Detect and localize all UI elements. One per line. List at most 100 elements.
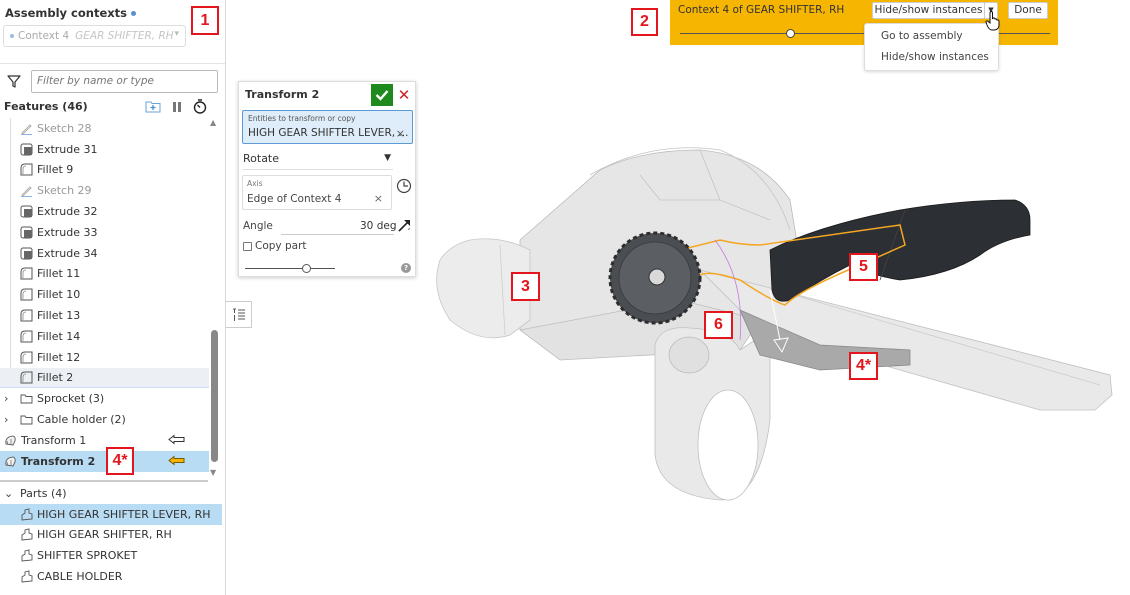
status-dot-icon (131, 11, 137, 16)
callout-6: 6 (704, 311, 733, 339)
extrude-icon (20, 226, 33, 239)
add-folder-icon[interactable] (145, 100, 161, 113)
part-item[interactable]: HIGH GEAR SHIFTER LEVER, RH (0, 503, 222, 525)
feature-list: Sketch 28 Extrude 31 Fillet 9 Sketch 29 … (0, 118, 209, 472)
context-dot-icon (10, 34, 14, 38)
rollback-arrow-icon[interactable] (168, 434, 186, 445)
entities-value: HIGH GEAR SHIFTER LEVER, ... (248, 127, 409, 139)
feature-item[interactable]: Extrude 33 (0, 222, 209, 243)
chevron-down-icon: ▾ (174, 29, 179, 39)
feature-label: Fillet 10 (37, 288, 81, 302)
part-icon (21, 549, 33, 562)
feature-label: Sketch 29 (37, 184, 92, 198)
feature-item[interactable]: Fillet 12 (0, 347, 209, 368)
checkmark-icon (375, 90, 389, 101)
parts-header[interactable]: ⌄ Parts (4) (0, 483, 222, 504)
folder-icon (20, 415, 33, 425)
chevron-down-icon[interactable]: ⌄ (4, 486, 14, 500)
assembly-model-render (436, 147, 1113, 501)
accept-button[interactable] (371, 84, 393, 106)
list-icon (232, 308, 245, 321)
feature-item[interactable]: Fillet 10 (0, 284, 209, 305)
folder-label: Sprocket (3) (37, 392, 105, 406)
callout-1: 1 (191, 6, 219, 35)
chevron-down-icon: ▼ (384, 153, 391, 163)
pause-icon[interactable] (171, 101, 183, 113)
feature-list-toggle-button[interactable] (226, 301, 252, 328)
axis-value: Edge of Context 4 (247, 193, 342, 205)
assembly-contexts-heading: Assembly contexts (5, 6, 137, 20)
sketch-icon (21, 186, 32, 198)
cancel-button[interactable]: ✕ (397, 86, 411, 104)
divider (0, 63, 225, 64)
angle-input[interactable]: 30 deg (360, 220, 397, 232)
preview-slider-track[interactable] (245, 268, 335, 269)
tree-guide-line (10, 118, 11, 386)
filter-input[interactable]: Filter by name or type (31, 70, 218, 93)
part-item[interactable]: HIGH GEAR SHIFTER, RH (0, 525, 222, 546)
context-dropdown-menu: Go to assembly Hide/show instances (864, 23, 999, 71)
angle-label: Angle (243, 220, 273, 232)
parts-list: ⌄ Parts (4) HIGH GEAR SHIFTER LEVER, RH … (0, 483, 222, 587)
feature-item[interactable]: Fillet 2 (0, 367, 209, 389)
feature-list-scrollbar[interactable] (211, 330, 218, 462)
feature-item-transform-1[interactable]: Transform 1 (0, 430, 209, 451)
checkbox[interactable] (243, 241, 252, 251)
feature-item[interactable]: Fillet 11 (0, 264, 209, 285)
feature-label: Fillet 14 (37, 329, 81, 343)
fillet-icon (20, 288, 33, 301)
3d-viewport[interactable] (253, 0, 1130, 595)
transform-icon (5, 435, 16, 446)
hide-show-instances-button[interactable]: Hide/show instances (872, 2, 985, 19)
part-label: HIGH GEAR SHIFTER LEVER, RH (37, 507, 211, 521)
feature-item[interactable]: Fillet 13 (0, 305, 209, 326)
context-slider-handle[interactable] (786, 29, 795, 38)
axis-label: Axis (247, 179, 263, 188)
chevron-right-icon[interactable]: › (4, 413, 9, 427)
dialog-title: Transform 2 (245, 88, 320, 101)
scroll-down-icon[interactable]: ▼ (210, 468, 217, 477)
feature-item-transform-2[interactable]: Transform 2 (0, 450, 209, 472)
extrude-icon (20, 247, 33, 260)
menu-item-go-to-assembly[interactable]: Go to assembly (881, 30, 963, 42)
done-button[interactable]: Done (1008, 2, 1048, 19)
stopwatch-icon[interactable] (193, 99, 207, 114)
fillet-icon (20, 267, 33, 280)
feature-item[interactable]: Fillet 14 (0, 326, 209, 347)
clear-axis-icon[interactable]: × (373, 192, 383, 205)
feature-item[interactable]: Extrude 34 (0, 243, 209, 264)
help-icon[interactable]: ? (401, 263, 411, 273)
callout-5: 5 (849, 253, 878, 281)
clear-entities-icon[interactable]: × (395, 127, 405, 140)
filter-icon[interactable] (7, 74, 21, 88)
feature-item[interactable]: Extrude 32 (0, 201, 209, 222)
folder-icon (20, 394, 33, 404)
part-icon (21, 508, 33, 521)
feature-item[interactable]: Extrude 31 (0, 139, 209, 160)
extrude-icon (20, 143, 33, 156)
copy-part-checkbox[interactable]: Copy part (243, 240, 307, 252)
feature-item[interactable]: Fillet 9 (0, 160, 209, 181)
axis-field[interactable]: Axis Edge of Context 4 × (242, 175, 392, 210)
feature-label: Extrude 32 (37, 205, 98, 219)
feature-label: Extrude 33 (37, 225, 98, 239)
feature-folder[interactable]: › Sprocket (3) (0, 388, 209, 409)
flip-direction-icon[interactable] (397, 218, 412, 233)
menu-item-hide-show-instances[interactable]: Hide/show instances (881, 51, 989, 63)
transform-type-select[interactable]: Rotate ▼ (243, 152, 393, 170)
clock-icon[interactable] (396, 178, 412, 194)
part-item[interactable]: SHIFTER SPROKET (0, 545, 222, 566)
feature-folder[interactable]: › Cable holder (2) (0, 409, 209, 430)
part-item[interactable]: CABLE HOLDER (0, 566, 222, 587)
preview-slider-handle[interactable] (302, 264, 311, 273)
callout-4-star-model: 4* (849, 352, 878, 380)
rollback-arrow-icon[interactable] (168, 455, 186, 466)
entities-field[interactable]: Entities to transform or copy HIGH GEAR … (242, 110, 413, 144)
chevron-right-icon[interactable]: › (4, 392, 9, 406)
feature-item[interactable]: Sketch 29 (0, 180, 209, 201)
scroll-up-icon[interactable]: ▲ (210, 118, 217, 127)
fillet-icon (20, 163, 33, 176)
feature-item[interactable]: Sketch 28 (0, 118, 209, 139)
